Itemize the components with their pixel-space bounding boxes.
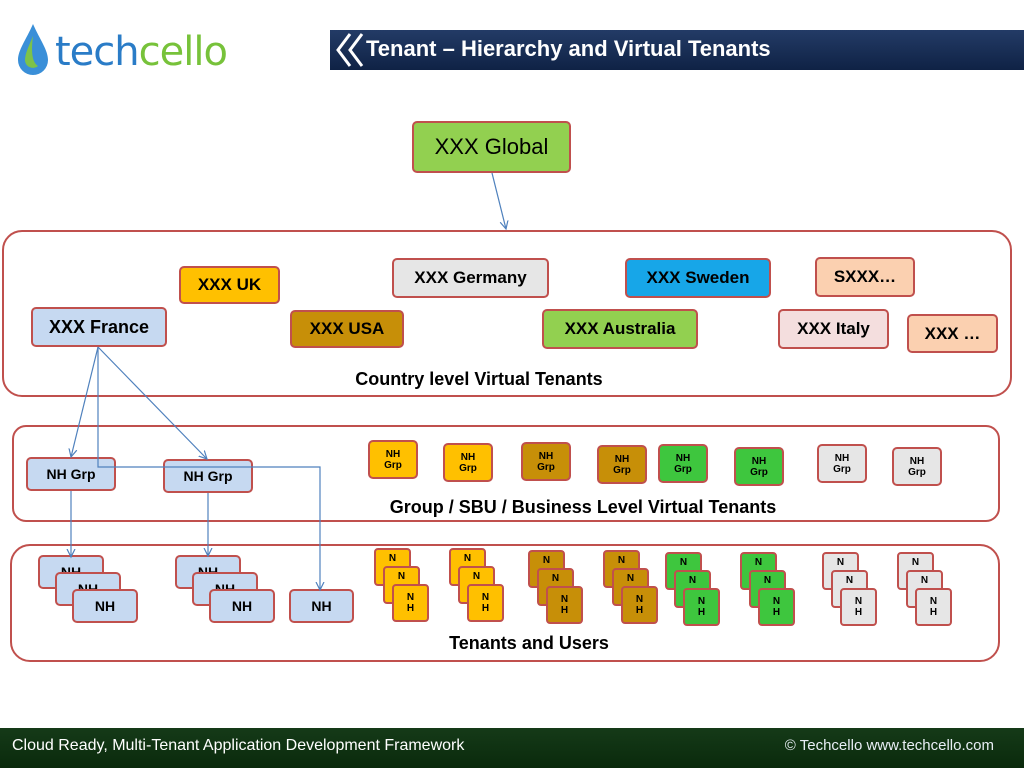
small-group-node-text: NH bbox=[751, 455, 767, 467]
small-group-node-text: NH bbox=[460, 451, 476, 463]
tenant-node-text: N bbox=[406, 592, 415, 603]
tenant-node-text: N bbox=[635, 594, 644, 605]
small-group-node-text: Grp bbox=[833, 463, 851, 475]
country-tenant-germany: XXX Germany bbox=[392, 258, 549, 298]
tenant-node-text: H bbox=[854, 607, 863, 618]
group-level-caption: Group / SBU / Business Level Virtual Ten… bbox=[389, 497, 777, 517]
country-tenant-italy: XXX Italy bbox=[778, 309, 889, 349]
tenant-node-text: N bbox=[772, 596, 781, 607]
tenant-node-text: N bbox=[472, 571, 481, 582]
tenant-level-caption: Tenants and Users bbox=[449, 633, 609, 653]
tenant-node-text: N bbox=[463, 553, 472, 564]
tenant-node-text: H bbox=[481, 603, 490, 614]
tenant-node-text: N bbox=[754, 557, 763, 568]
group-node-left-1: NH Grp bbox=[26, 457, 116, 491]
small-group-node-text: NH bbox=[675, 452, 691, 464]
small-group-node-text: NH bbox=[385, 448, 401, 460]
tenant-node-text: H bbox=[635, 605, 644, 616]
tenant-node-text: N bbox=[388, 553, 397, 564]
tenant-node-text: H bbox=[772, 607, 781, 618]
tenant-node-text: N bbox=[911, 557, 920, 568]
logo-wordmark: techcello bbox=[55, 29, 228, 75]
tenant-node-text: N bbox=[626, 573, 635, 584]
tenant-node-text: N bbox=[929, 596, 938, 607]
country-tenant-sxxx: SXXX… bbox=[815, 257, 915, 297]
country-tenant-more: XXX … bbox=[907, 314, 998, 353]
water-drop-logo-icon bbox=[18, 24, 48, 75]
tenant-node-text: N bbox=[763, 575, 772, 586]
group-node-left-2: NH Grp bbox=[163, 459, 253, 493]
small-group-node-text: Grp bbox=[908, 466, 926, 478]
tenant-node-text: N bbox=[688, 575, 697, 586]
footer-tagline: Cloud Ready, Multi-Tenant Application De… bbox=[12, 737, 465, 754]
double-chevron-icon bbox=[336, 33, 364, 67]
tenant-node-text: NH bbox=[94, 598, 116, 614]
tenant-node-text: N bbox=[845, 575, 854, 586]
country-tenant-sweden: XXX Sweden bbox=[625, 258, 771, 298]
tenant-node-text: N bbox=[920, 575, 929, 586]
country-level-caption: Country level Virtual Tenants bbox=[355, 369, 603, 389]
tenant-node-text: N bbox=[617, 555, 626, 566]
tenant-node-text: N bbox=[836, 557, 845, 568]
tenant-node-text: N bbox=[679, 557, 688, 568]
small-group-node-text: Grp bbox=[459, 462, 477, 474]
small-group-node-text: NH bbox=[909, 455, 925, 467]
footer-copyright: © Techcello www.techcello.com bbox=[784, 737, 994, 754]
small-group-node-text: NH bbox=[834, 452, 850, 464]
tenant-node-text: N bbox=[481, 592, 490, 603]
tenant-node-text: NH bbox=[231, 598, 253, 614]
tenant-node-text: N bbox=[560, 594, 569, 605]
country-tenant-uk: XXX UK bbox=[179, 266, 280, 304]
arrow-global-to-country bbox=[491, 172, 506, 229]
footer-bar bbox=[0, 728, 1024, 768]
title-bar bbox=[330, 30, 1024, 70]
small-group-node-text: NH bbox=[614, 453, 630, 465]
tenant-node-text: N bbox=[551, 573, 560, 584]
tenant-node-text: N bbox=[697, 596, 706, 607]
tenant-node: NH bbox=[72, 589, 138, 623]
country-tenant-australia: XXX Australia bbox=[542, 309, 698, 349]
page-title: Tenant – Hierarchy and Virtual Tenants bbox=[366, 36, 771, 61]
small-group-node-text: Grp bbox=[674, 463, 692, 475]
tenant-node-direct: NH bbox=[289, 589, 354, 623]
global-tenant-node: XXX Global bbox=[412, 121, 571, 173]
tenant-node-text: H bbox=[929, 607, 938, 618]
tenant-node: NH bbox=[209, 589, 275, 623]
tenant-node-text: N bbox=[542, 555, 551, 566]
small-group-node-text: Grp bbox=[613, 464, 631, 476]
tenant-node-text: H bbox=[560, 605, 569, 616]
small-group-node-text: NH bbox=[538, 450, 554, 462]
tenant-node-text: N bbox=[397, 571, 406, 582]
country-tenant-usa: XXX USA bbox=[290, 310, 404, 348]
tenant-node-text: H bbox=[697, 607, 706, 618]
small-group-node-text: Grp bbox=[750, 466, 768, 478]
tenant-node-text: H bbox=[406, 603, 415, 614]
small-group-node-text: Grp bbox=[537, 461, 555, 473]
small-group-node-text: Grp bbox=[384, 459, 402, 471]
tenant-node-direct-text: NH bbox=[311, 598, 332, 614]
country-tenant-france: XXX France bbox=[31, 307, 167, 347]
tenant-node-text: N bbox=[854, 596, 863, 607]
